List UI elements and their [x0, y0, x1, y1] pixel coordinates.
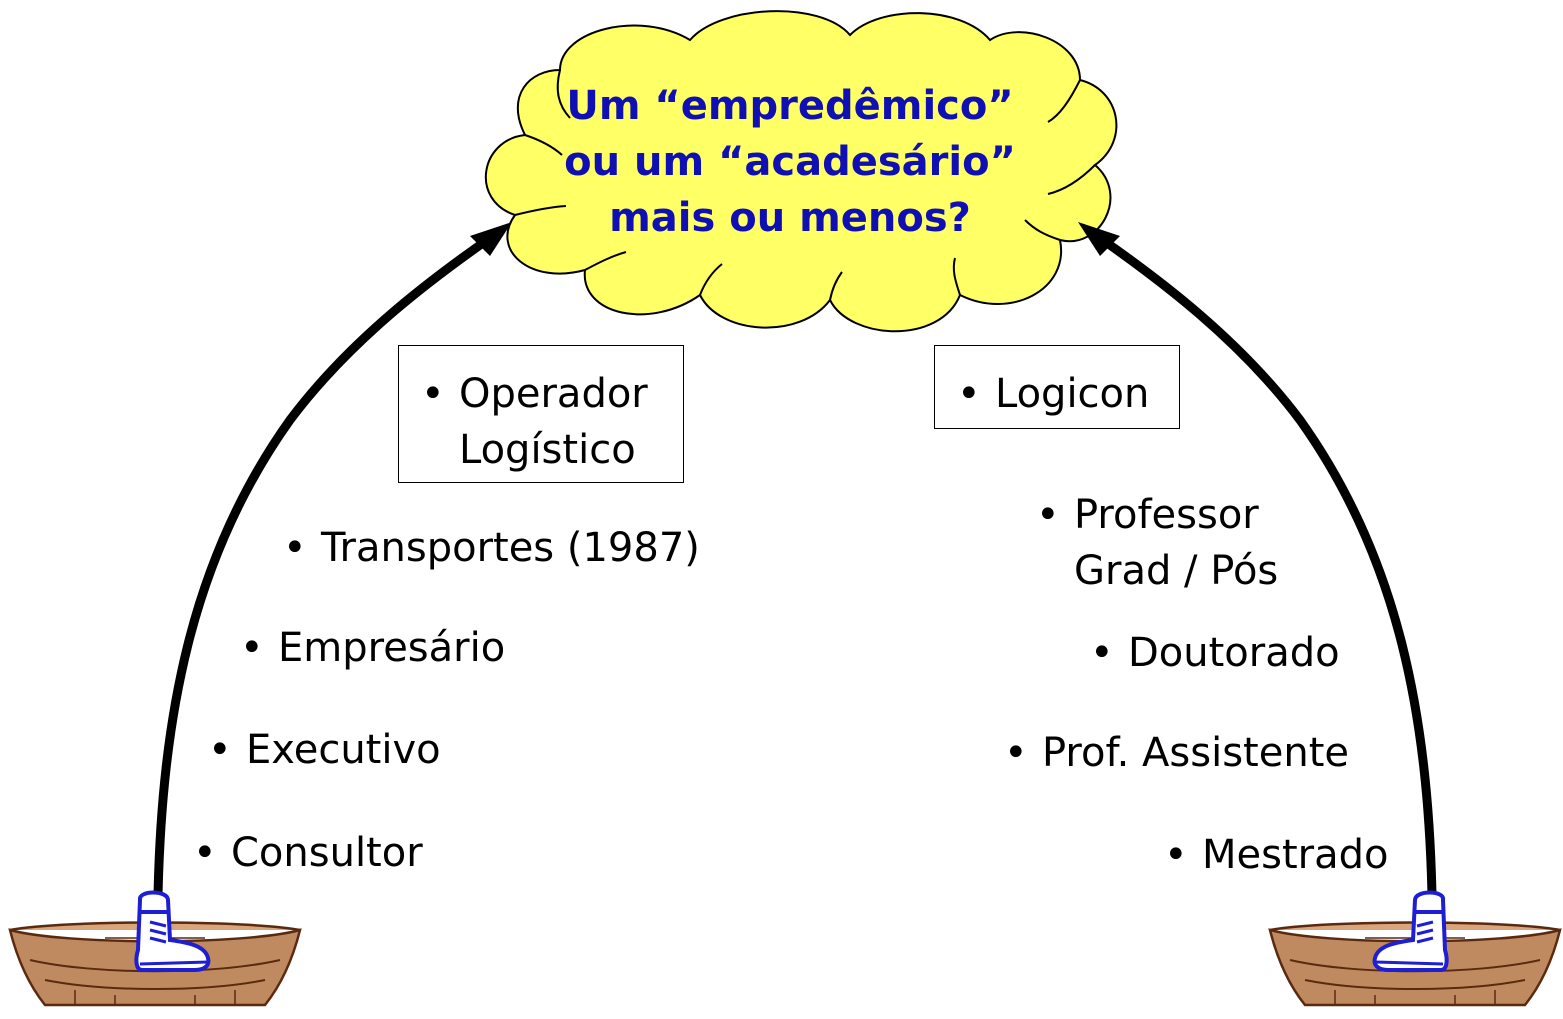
cloud-question: Um “empredêmico” ou um “acadesário” mais…: [520, 78, 1060, 246]
cloud-line-1: Um “empredêmico”: [566, 83, 1014, 129]
bullet: •: [1036, 492, 1060, 538]
box-operador-logistico: • Operador Logístico: [398, 345, 684, 483]
left-item-label: Executivo: [246, 727, 441, 773]
right-item-doutorado: • Doutorado: [1090, 625, 1340, 681]
left-item-consultor: • Consultor: [193, 825, 423, 881]
arrow-left: [153, 222, 512, 900]
right-item-label: Doutorado: [1128, 630, 1340, 676]
left-item-empresario: • Empresário: [240, 620, 505, 676]
right-item-line2: Grad / Pós: [1074, 548, 1279, 594]
arrow-right: [1078, 222, 1437, 900]
bullet: •: [957, 371, 981, 417]
left-item-executivo: • Executivo: [208, 722, 441, 778]
left-item-label: Transportes (1987): [321, 525, 700, 571]
cloud-line-3: mais ou menos?: [609, 195, 971, 241]
bullet: •: [283, 525, 307, 571]
left-item-label: Empresário: [278, 625, 506, 671]
right-item-label: Prof. Assistente: [1042, 730, 1349, 776]
right-item-line1: Professor: [1074, 492, 1259, 538]
box-logicon: • Logicon: [934, 345, 1180, 429]
bullet: •: [1004, 730, 1028, 776]
bullet: •: [1164, 832, 1188, 878]
bullet: •: [1090, 630, 1114, 676]
thought-cloud: [484, 10, 1118, 333]
right-item-label: Mestrado: [1202, 832, 1389, 878]
boot-icon-left: [134, 890, 211, 972]
bullet: •: [421, 371, 445, 417]
box-left-line1: Operador: [459, 371, 648, 417]
bullet: •: [208, 727, 232, 773]
bullet: •: [193, 830, 217, 876]
boot-icon-right: [1372, 890, 1449, 972]
box-right-line1: Logicon: [995, 371, 1150, 417]
cloud-line-2: ou um “acadesário”: [564, 139, 1016, 185]
left-item-label: Consultor: [231, 830, 423, 876]
right-item-professor: • Professor Grad / Pós: [1036, 487, 1278, 599]
box-left-line2: Logístico: [459, 427, 636, 473]
left-item-transportes: • Transportes (1987): [283, 520, 700, 576]
bullet: •: [240, 625, 264, 671]
right-item-mestrado: • Mestrado: [1164, 827, 1388, 883]
right-item-prof-assistente: • Prof. Assistente: [1004, 725, 1349, 781]
